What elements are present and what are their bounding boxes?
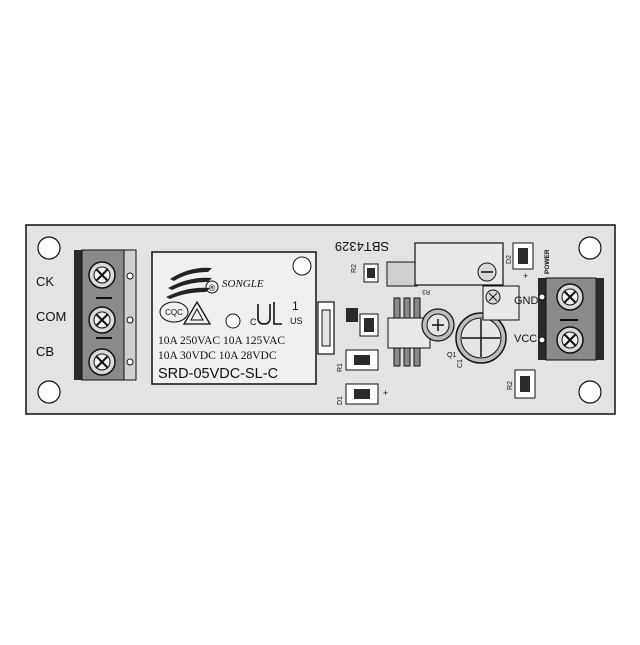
terminal-label-cb: CB — [36, 344, 54, 359]
terminal-screw-gnd — [556, 283, 584, 311]
label-d2: D2 — [506, 255, 513, 264]
transistor-q1 — [346, 297, 431, 367]
terminal-screw-ck — [88, 261, 116, 289]
terminal-screw-cb — [88, 348, 116, 376]
terminal-label-com: COM — [36, 309, 66, 324]
terminal-screw-com — [88, 306, 116, 334]
label-r3: R3 — [422, 288, 430, 294]
cert-c: C — [250, 317, 257, 327]
relay-model: SRD-05VDC-SL-C — [158, 366, 278, 382]
label-d1: D1 — [337, 396, 344, 405]
capacitor-c1 — [455, 312, 507, 364]
diode-d1 — [345, 383, 379, 405]
mounting-hole-top-right — [578, 236, 602, 260]
resistor-r3 — [386, 242, 504, 287]
label-d1-plus: + — [383, 388, 388, 398]
label-power: POWER — [544, 249, 551, 274]
mounting-hole-top-left — [37, 236, 61, 260]
terminal-label-gnd: GND — [514, 295, 539, 307]
terminal-screw-vcc — [556, 326, 584, 354]
ccc-mark: CQC — [165, 308, 183, 317]
capacitor-small — [421, 308, 455, 342]
resistor-r1 — [345, 349, 379, 371]
board-id-label: SBT4329 — [335, 239, 389, 254]
triangle-cert-icon — [182, 300, 212, 325]
terminal-label-ck: CK — [36, 274, 54, 289]
relay — [151, 251, 335, 385]
pot-module — [482, 285, 520, 321]
terminal-label-vcc: VCC — [514, 333, 537, 345]
triangle-cert-inner-icon — [190, 307, 204, 321]
songle-logo — [166, 267, 212, 299]
mounting-hole-bottom-right — [578, 380, 602, 404]
registered-mark: ® — [209, 283, 216, 293]
registered-mark-circle — [205, 280, 219, 294]
ul-cert-icon — [257, 302, 282, 325]
label-r1: R1 — [337, 363, 344, 372]
label-c1: C1 — [457, 359, 464, 368]
relay-ratings-line2: 10A 30VDC 10A 28VDC — [158, 350, 277, 362]
mounting-hole-bottom-left — [37, 380, 61, 404]
label-r2-top: R2 — [351, 264, 358, 273]
label-d2-plus: + — [523, 271, 528, 281]
label-q1: Q1 — [447, 352, 456, 359]
cert-us: US — [290, 316, 303, 326]
ccc-mark-oval — [159, 301, 189, 323]
cert-number: 1 — [292, 299, 299, 313]
relay-ratings-line1: 10A 250VAC 10A 125VAC — [158, 335, 285, 347]
relay-brand: SONGLE — [222, 278, 264, 290]
led-d2 — [512, 242, 534, 270]
resistor-r2-bottom — [514, 369, 536, 399]
resistor-r2-top — [363, 263, 379, 283]
label-r2-bottom: R2 — [507, 381, 514, 390]
